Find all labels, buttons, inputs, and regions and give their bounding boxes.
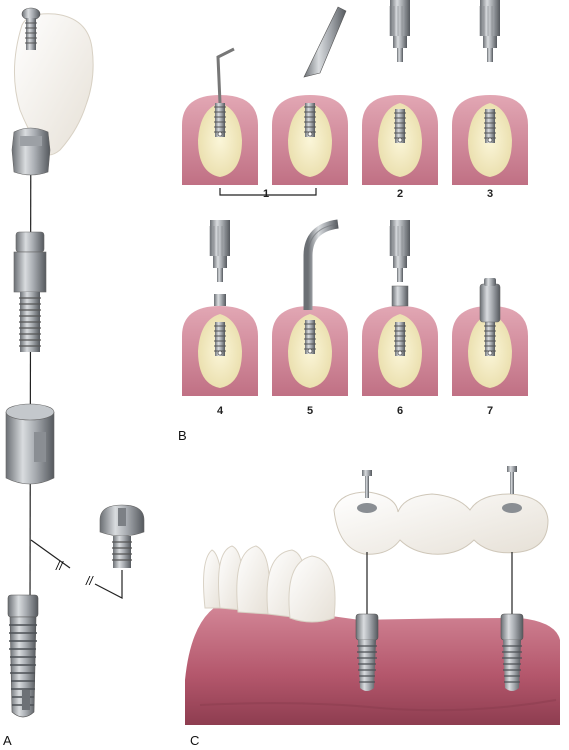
implant-fixture: [7, 594, 39, 718]
step-1b-cell: [272, 6, 348, 185]
step-label-1: 1: [263, 188, 270, 200]
panel-a-exploded-implant: // //: [5, 7, 145, 718]
break-mark-left: //: [55, 559, 64, 573]
natural-teeth: [203, 545, 336, 623]
step-label-6: 6: [397, 405, 404, 417]
bridge-screws: [362, 466, 517, 498]
panel-label-a: A: [3, 733, 12, 748]
step-6-cell: [362, 219, 438, 396]
panel-label-c: C: [190, 733, 200, 748]
panel-label-b: B: [178, 428, 187, 443]
abutment-post: [13, 231, 47, 352]
cover-screw-connector: [30, 539, 123, 599]
step-label-2: 2: [397, 188, 404, 200]
step-1-bracket: [219, 188, 317, 196]
jaw-implant-left: [355, 613, 379, 691]
step-2-cell: [362, 0, 438, 185]
step-5-cell: [272, 219, 348, 396]
bridge-crowns: [333, 491, 549, 555]
crown-screw: [21, 7, 41, 50]
abutment-cap: [11, 127, 51, 176]
step-3-cell: [452, 0, 528, 185]
step-label-4: 4: [217, 405, 224, 417]
cover-screw: [99, 504, 145, 568]
step-label-5: 5: [307, 405, 314, 417]
step-label-3: 3: [487, 188, 494, 200]
step-4-cell: [182, 219, 258, 396]
panel-b-steps: [182, 0, 528, 396]
jaw-implant-right: [500, 613, 524, 691]
step-label-7: 7: [487, 405, 494, 417]
healing-collar: [5, 403, 55, 485]
step-1a-cell: [182, 47, 258, 185]
break-mark-right: //: [85, 574, 94, 588]
step-7-cell: [452, 278, 528, 396]
panel-c-bridge: [185, 466, 560, 725]
